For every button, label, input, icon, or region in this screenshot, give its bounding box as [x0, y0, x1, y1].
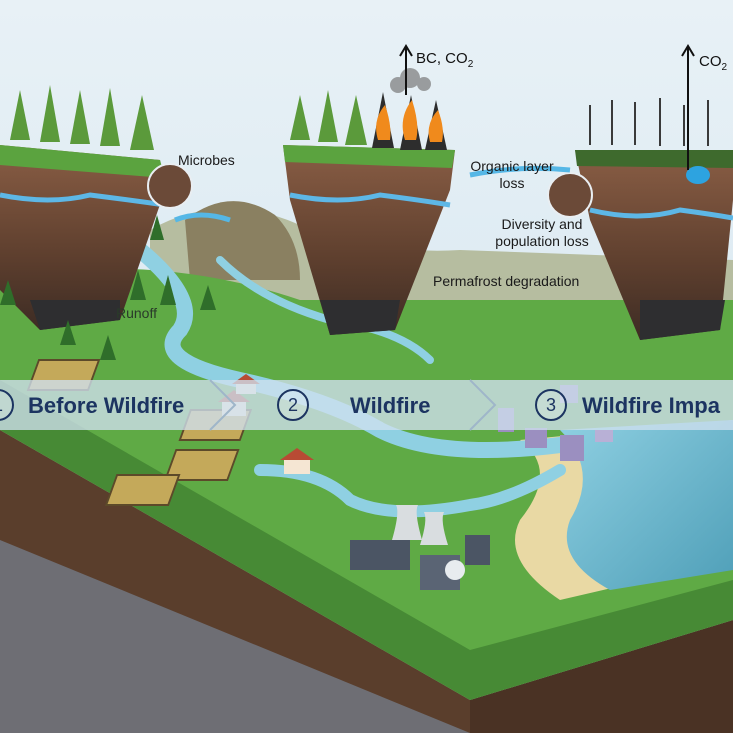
- sea: [560, 420, 733, 590]
- ground-side-lower-band: [0, 540, 470, 733]
- co2-subscript: 2: [721, 62, 728, 73]
- bc-co2-subscript: 2: [467, 59, 474, 70]
- stage-2-label: Wildfire: [350, 393, 431, 418]
- soil-column-impact: [575, 150, 733, 340]
- fire-flames: [376, 100, 443, 142]
- banner-arrow-2: [469, 379, 497, 431]
- power-plant: [350, 505, 490, 590]
- blue-flow-arrow: [174, 212, 231, 223]
- blue-flow-arrow-2: [469, 165, 571, 178]
- banner-arrow-1: [209, 379, 237, 431]
- microbes-circle-impact: [547, 172, 593, 218]
- burned-hill: [185, 201, 300, 280]
- bc-co2-label: BC, CO2: [416, 50, 473, 70]
- forest-patches: [0, 215, 216, 360]
- bc-co2-text: BC, CO: [416, 50, 468, 67]
- microbes-circle: [147, 163, 193, 209]
- ground-side-right: [470, 620, 733, 733]
- co2-text: CO: [699, 53, 722, 70]
- co2-arrow: [681, 44, 695, 170]
- runoff-label: Runoff: [116, 305, 157, 321]
- stage-3-label: Wildfire Impa: [582, 393, 720, 418]
- soil-column-before: [0, 145, 166, 330]
- permafrost-degradation-label: Permafrost degradation: [433, 273, 580, 289]
- diversity-population-loss-label: Diversity and population loss: [495, 216, 589, 249]
- bc-co2-arrow: [399, 44, 413, 95]
- trees-dead: [589, 98, 709, 146]
- stage-3-number: 3: [535, 389, 567, 421]
- soil-column-wildfire: [283, 145, 455, 335]
- stage-1-label: Before Wildfire: [28, 393, 185, 418]
- ground-surface-shade: [0, 380, 733, 700]
- organic-layer-loss-label: Organic layer loss: [470, 158, 554, 191]
- microbes-label: Microbes: [178, 152, 235, 168]
- stage-2-number: 2: [277, 389, 309, 421]
- stage-banner: [0, 380, 733, 430]
- co2-label: CO2: [699, 53, 727, 73]
- trees-healthy: [10, 85, 367, 150]
